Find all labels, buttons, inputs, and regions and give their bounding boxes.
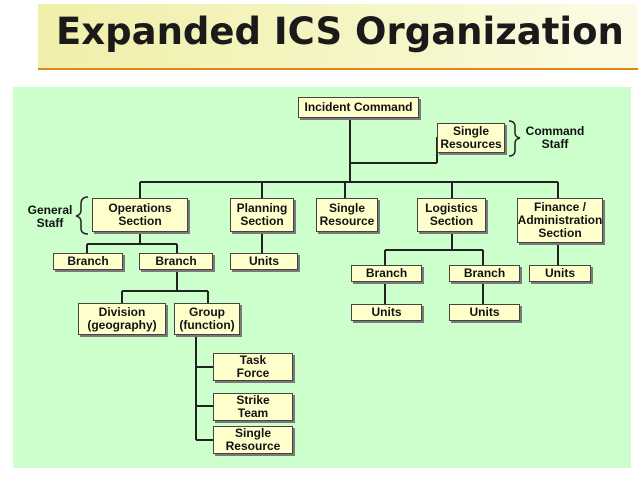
division-box: Division (geography) <box>78 303 166 335</box>
command-staff-label: Command Staff <box>525 124 585 151</box>
command-staff-brace <box>508 120 521 157</box>
title-underline <box>38 68 638 70</box>
finance-administration-section-box: Finance / Administration Section <box>517 198 603 243</box>
task-force-box: Task Force <box>213 353 293 381</box>
logistics-section-box: Logistics Section <box>417 198 486 232</box>
general-staff-brace <box>75 196 89 235</box>
finance-units-box: Units <box>529 265 591 282</box>
group-box: Group (function) <box>174 303 240 335</box>
strike-team-box: Strike Team <box>213 393 293 421</box>
logistics-units-1-box: Units <box>351 304 422 321</box>
logistics-branch-2-box: Branch <box>449 265 520 282</box>
slide-title: Expanded ICS Organization <box>56 10 624 53</box>
operations-branch-1-box: Branch <box>53 253 123 270</box>
command-single-resources-box: Single Resources <box>437 123 505 153</box>
incident-command-box: Incident Command <box>298 97 419 118</box>
operations-branch-2-box: Branch <box>139 253 213 270</box>
title-band <box>38 4 638 70</box>
general-staff-label: General Staff <box>27 203 73 230</box>
operations-section-box: Operations Section <box>92 198 188 232</box>
planning-units-box: Units <box>230 253 298 270</box>
logistics-branch-1-box: Branch <box>351 265 422 282</box>
single-resource-section-box: Single Resource <box>316 198 378 232</box>
planning-section-box: Planning Section <box>230 198 294 232</box>
logistics-units-2-box: Units <box>449 304 520 321</box>
single-resource-group-box: Single Resource <box>213 426 293 454</box>
org-chart-panel <box>13 87 631 468</box>
